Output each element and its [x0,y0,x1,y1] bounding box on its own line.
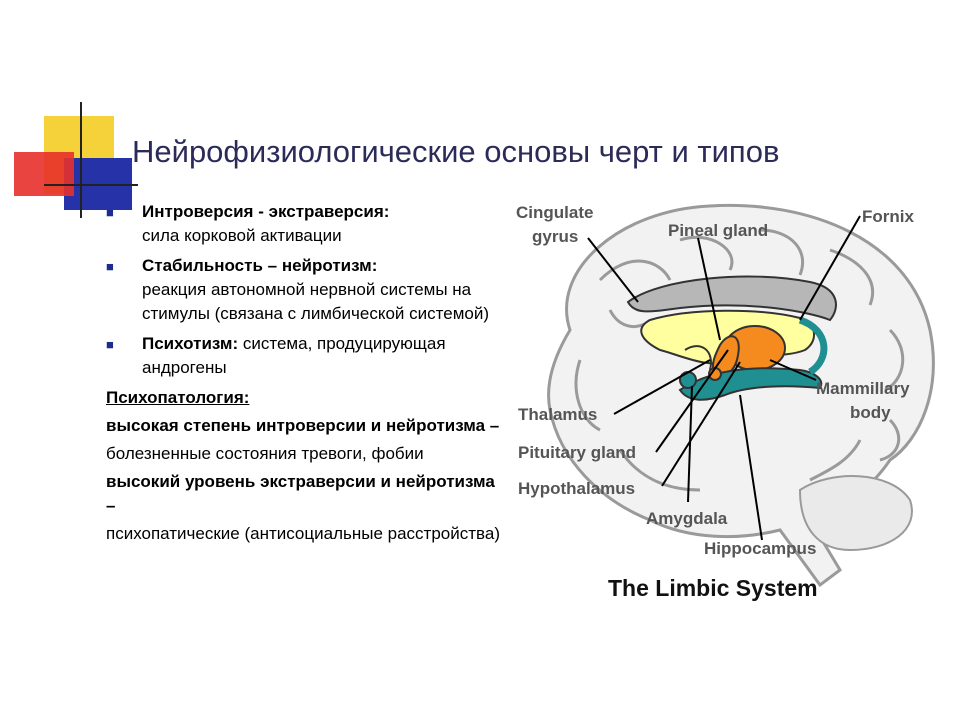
bullet-square-icon: ■ [106,259,114,274]
label-gyrus: gyrus [532,227,578,246]
label-cingulate: Cingulate [516,203,593,222]
diagram-caption: The Limbic System [608,575,818,601]
label-pineal-gland: Pineal gland [668,221,768,240]
decor-horizontal-line [44,184,138,186]
leader-lines [587,215,861,541]
result-text: болезненные состояния тревоги, фобии [106,444,424,463]
bullet-head: Психотизм: [142,334,239,353]
label-fornix: Fornix [862,207,914,226]
condition-text: высокий уровень экстраверсии и нейротизм… [106,472,495,515]
label-mammillary: Mammillary [816,379,910,398]
label-thalamus: Thalamus [518,405,597,424]
bullet-body: система, продуцирующая андрогены [142,334,446,377]
fornix-shape [798,316,828,375]
bullet-item: ■ Стабильность – нейротизм: реакция авто… [106,254,506,326]
label-hypothalamus: Hypothalamus [518,479,635,498]
bullet-square-icon: ■ [106,337,114,352]
bullet-head: Стабильность – нейротизм: [142,256,378,275]
cerebellum [798,475,913,552]
result-text: психопатические (антисоциальные расстрой… [106,524,500,543]
cingulate-gyrus-shape [626,275,837,322]
page-title: Нейрофизиологические основы черт и типов [132,134,780,169]
fornix-arc [684,345,712,371]
bullet-head: Интроверсия - экстраверсия: [142,202,390,221]
label-body: body [850,403,891,422]
bullet-square-icon: ■ [106,205,114,220]
label-hippocampus: Hippocampus [704,539,816,558]
label-pituitary-gland: Pituitary gland [518,443,636,462]
text-content: ■ Интроверсия - экстраверсия: сила корко… [106,200,506,546]
bullet-body: реакция автономной нервной системы на ст… [142,280,489,323]
decor-red-square [14,152,74,196]
brain-folds [574,228,905,492]
decor-vertical-line [80,102,82,218]
label-amygdala: Amygdala [646,509,728,528]
bullet-item: ■ Интроверсия - экстраверсия: сила корко… [106,200,506,248]
bullet-body: сила корковой активации [142,226,342,245]
psychopathology-heading: Психопатология: [106,388,250,407]
limbic-system-diagram: Cingulate gyrus Pineal gland Fornix Mamm… [516,203,935,601]
bullet-item: ■ Психотизм: система, продуцирующая андр… [106,332,506,380]
condition-text: высокая степень интроверсии и нейротизма… [106,416,500,435]
